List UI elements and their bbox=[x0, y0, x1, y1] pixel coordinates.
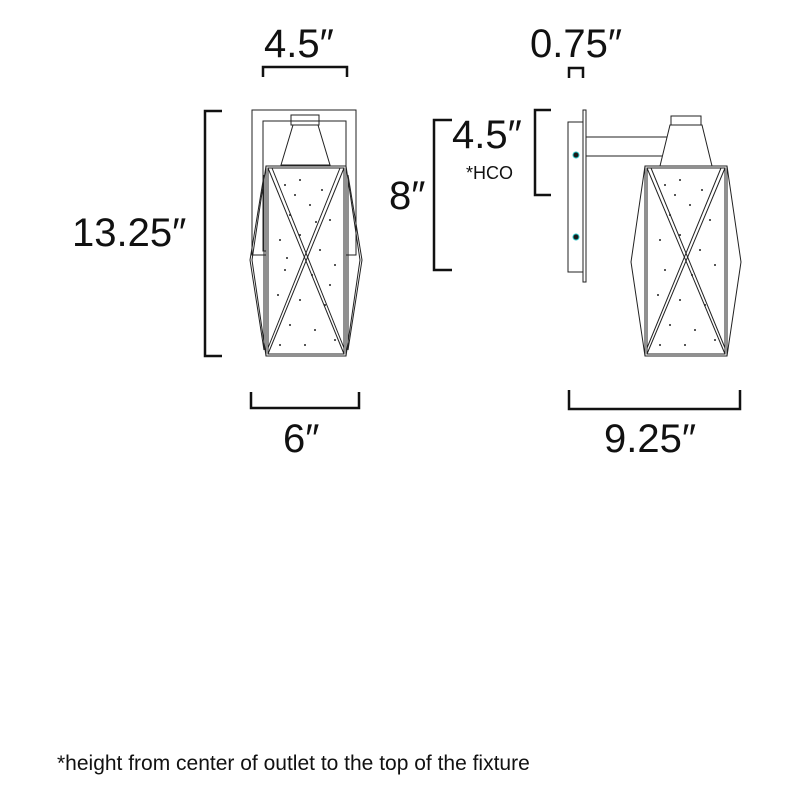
side-fixture bbox=[567, 109, 742, 357]
footnote: *height from center of outlet to the top… bbox=[57, 752, 530, 775]
extension-label: 9.25″ bbox=[604, 417, 697, 461]
side-glass-texture bbox=[657, 179, 716, 346]
hco-label: *HCO bbox=[466, 163, 514, 183]
front-glass-texture bbox=[277, 179, 336, 346]
hco-value-label: 4.5″ bbox=[452, 113, 522, 157]
front-fixture bbox=[249, 109, 363, 357]
front-height-label: 13.25″ bbox=[72, 211, 187, 255]
screw-icon bbox=[572, 151, 580, 159]
screw-icon bbox=[572, 233, 580, 241]
backplate-depth-label: 0.75″ bbox=[530, 22, 623, 66]
front-top-width-label: 4.5″ bbox=[264, 22, 334, 66]
dimension-brackets bbox=[203, 65, 742, 411]
mounting-screws bbox=[572, 151, 580, 241]
backplate-height-label: 8″ bbox=[389, 174, 426, 218]
front-bottom-width-label: 6″ bbox=[283, 417, 320, 461]
